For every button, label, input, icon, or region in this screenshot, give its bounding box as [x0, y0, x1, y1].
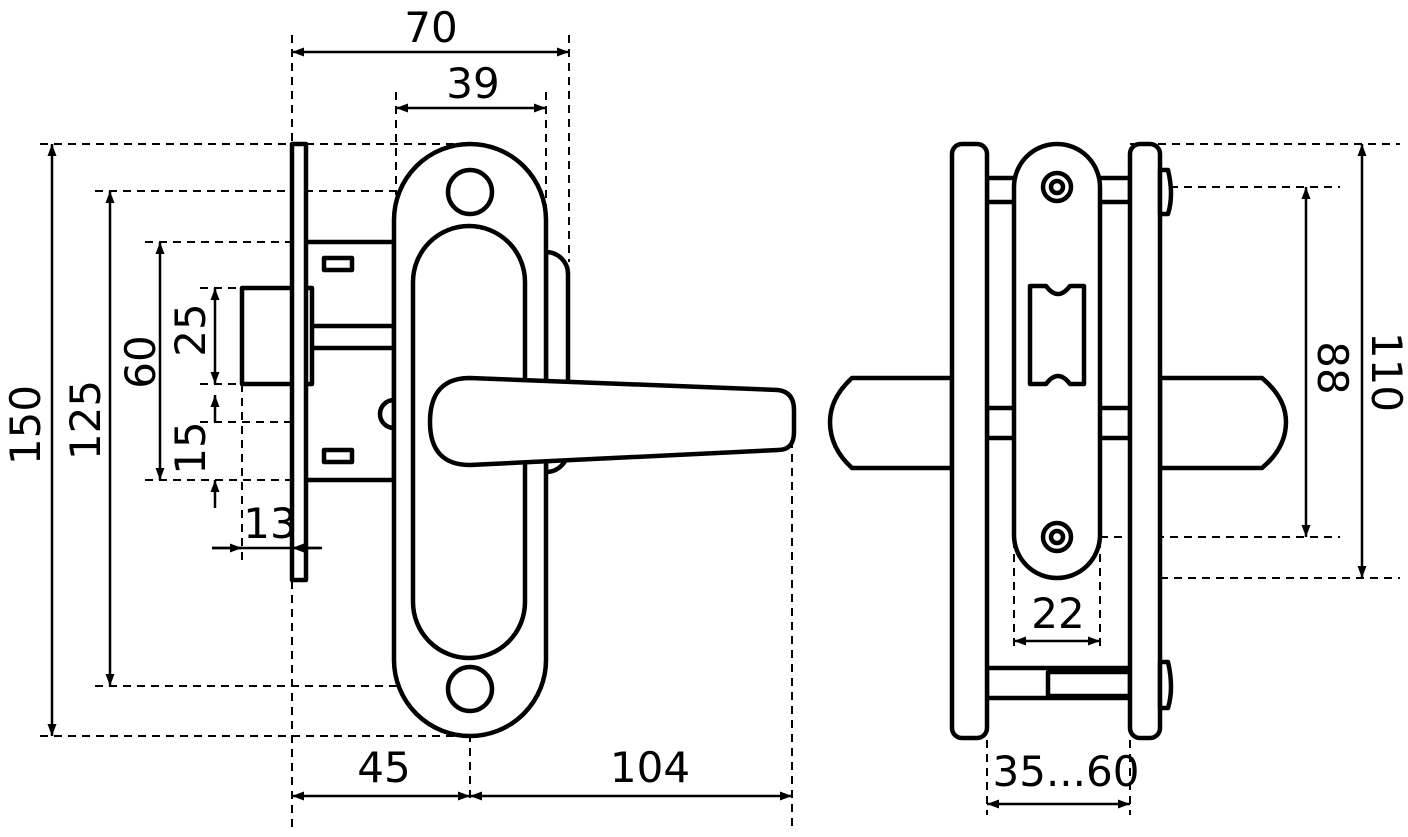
- side-view: [827, 141, 1400, 815]
- face-plate: [289, 141, 309, 583]
- side-screw-cap-lower: [1157, 659, 1174, 711]
- side-lower-screw: [1040, 520, 1074, 554]
- upper-slot: [321, 255, 355, 273]
- dim-15-label: 15: [166, 421, 215, 474]
- dim-104-label: 104: [610, 743, 690, 792]
- dim-150-label: 150: [1, 385, 50, 465]
- front-view: [40, 35, 797, 828]
- dim-13-label: 13: [243, 499, 296, 548]
- side-screw-cap-upper: [1157, 167, 1174, 217]
- lever-handle: [427, 375, 797, 468]
- side-dimensions: 88 110 22 35...60: [987, 144, 1408, 809]
- dim-39-label: 39: [446, 59, 499, 108]
- latch-bolt: [239, 285, 315, 387]
- side-follower-slot: [1027, 283, 1087, 387]
- side-lever-right: [1157, 375, 1289, 471]
- upper-screw-hole: [445, 167, 495, 217]
- dim-88-label: 88: [1308, 341, 1357, 394]
- side-lever-left: [827, 375, 955, 471]
- side-upper-screw-head: [1048, 178, 1066, 196]
- side-rosette-left: [949, 141, 990, 741]
- side-upper-screw: [1040, 170, 1074, 204]
- dim-70-label: 70: [404, 3, 457, 52]
- dim-125-label: 125: [61, 380, 110, 460]
- dim-22-label: 22: [1031, 589, 1084, 638]
- side-lower-screw-head: [1048, 528, 1066, 546]
- side-extension-lines: [986, 143, 1400, 815]
- side-lock-case: [1011, 141, 1103, 581]
- dim-45-label: 45: [357, 743, 410, 792]
- lower-slot: [321, 447, 355, 465]
- dim-110-label: 110: [1362, 332, 1408, 412]
- dim-25-label: 25: [166, 303, 215, 356]
- follower-hub: [377, 397, 397, 431]
- threaded-sleeve: [1045, 669, 1133, 699]
- front-dimensions: 70 39 150 125 60 25 15 13 45 104: [1, 3, 792, 801]
- dim-35-60-label: 35...60: [993, 747, 1140, 796]
- side-rosette-right: [1127, 141, 1163, 741]
- dim-60-label: 60: [116, 335, 165, 388]
- lower-screw-hole: [445, 664, 495, 714]
